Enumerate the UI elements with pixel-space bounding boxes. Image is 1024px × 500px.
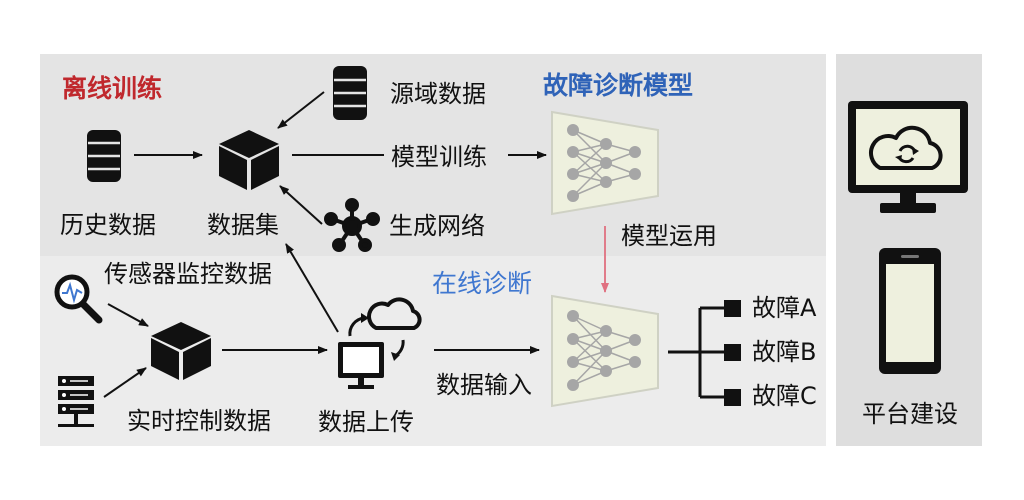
data-upload-label: 数据上传 bbox=[318, 408, 414, 436]
server-icon bbox=[58, 376, 94, 427]
generative-network-icon bbox=[324, 198, 380, 252]
online-diagnosis-title: 在线诊断 bbox=[432, 269, 533, 298]
history-data-label: 历史数据 bbox=[60, 211, 156, 239]
sensor-search-icon bbox=[54, 274, 103, 324]
history-database-icon bbox=[87, 130, 121, 182]
model-training-label: 模型训练 bbox=[391, 143, 487, 171]
fault-c-label: 故障C bbox=[752, 382, 817, 410]
fault-b-label: 故障B bbox=[752, 338, 817, 366]
monitor-cloud-icon bbox=[848, 101, 968, 213]
generative-network-label: 生成网络 bbox=[389, 212, 485, 240]
upload-computer-icon bbox=[338, 297, 422, 389]
fault-output-tree bbox=[668, 300, 741, 406]
source-database-icon bbox=[333, 66, 367, 120]
dataset-cube-icon bbox=[219, 130, 279, 190]
fault-diagnosis-model-bottom bbox=[551, 294, 659, 408]
model-title: 故障诊断模型 bbox=[543, 71, 694, 100]
offline-training-title: 离线训练 bbox=[62, 74, 163, 103]
data-input-label: 数据输入 bbox=[436, 371, 532, 399]
dataset-label: 数据集 bbox=[207, 211, 279, 239]
sensor-monitor-data-label: 传感器监控数据 bbox=[104, 260, 272, 288]
model-use-label: 模型运用 bbox=[621, 222, 717, 250]
realtime-control-data-label: 实时控制数据 bbox=[127, 407, 271, 435]
fault-diagnosis-model-top bbox=[551, 110, 659, 216]
flow-arrows bbox=[103, 91, 547, 398]
online-cube-icon bbox=[151, 322, 211, 380]
source-domain-data-label: 源域数据 bbox=[390, 80, 486, 108]
phone-icon bbox=[879, 248, 941, 374]
fault-a-label: 故障A bbox=[752, 294, 817, 322]
platform-title: 平台建设 bbox=[862, 400, 958, 428]
